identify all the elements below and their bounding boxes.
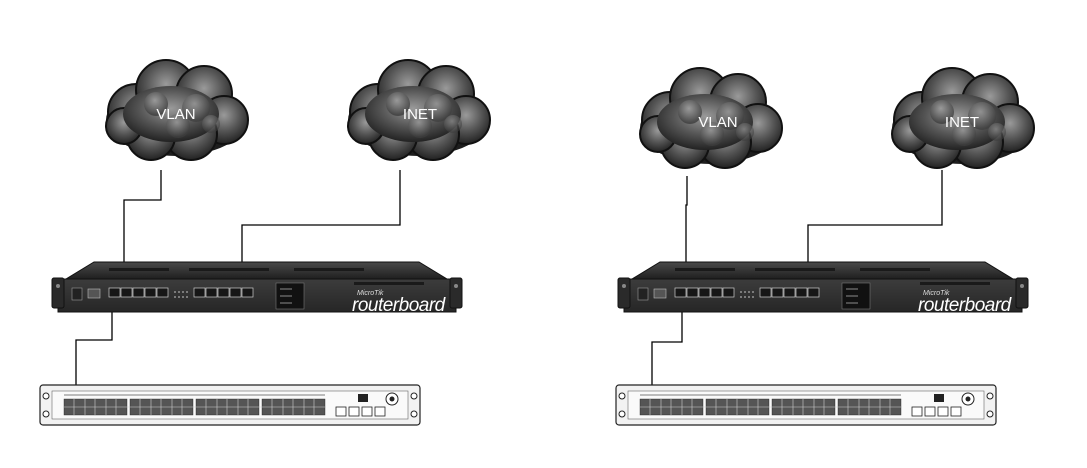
router-brand: MicroTik — [923, 290, 950, 297]
cloud-label-vlan: VLAN — [156, 106, 195, 123]
cable-vlan-to-router — [685, 176, 688, 300]
cable-router-to-switch — [651, 302, 683, 392]
router-icon: MicroTik routerboard — [617, 261, 1029, 316]
router-icon: MicroTik routerboard — [51, 261, 463, 316]
inet-cloud-icon: INET — [891, 67, 1035, 169]
inet-cloud-icon: INET — [347, 59, 491, 161]
switch-icon — [39, 384, 421, 426]
vlan-cloud-icon: VLAN — [105, 59, 249, 161]
cloud-label-vlan: VLAN — [698, 114, 737, 131]
cloud-label-inet: INET — [403, 106, 437, 123]
switch-icon — [615, 384, 997, 426]
diagram-2: VLAN INET MicroTik routerboard — [615, 67, 1035, 426]
router-model: routerboard — [918, 295, 1013, 316]
router-brand: MicroTik — [357, 290, 384, 297]
cable-vlan-to-router — [123, 170, 162, 300]
cloud-label-inet: INET — [945, 114, 979, 131]
router-model: routerboard — [352, 295, 447, 316]
cable-router-to-switch — [75, 302, 113, 392]
diagram-1: VLAN INET MicroTik routerboard — [39, 59, 491, 426]
vlan-cloud-icon: VLAN — [639, 67, 783, 169]
